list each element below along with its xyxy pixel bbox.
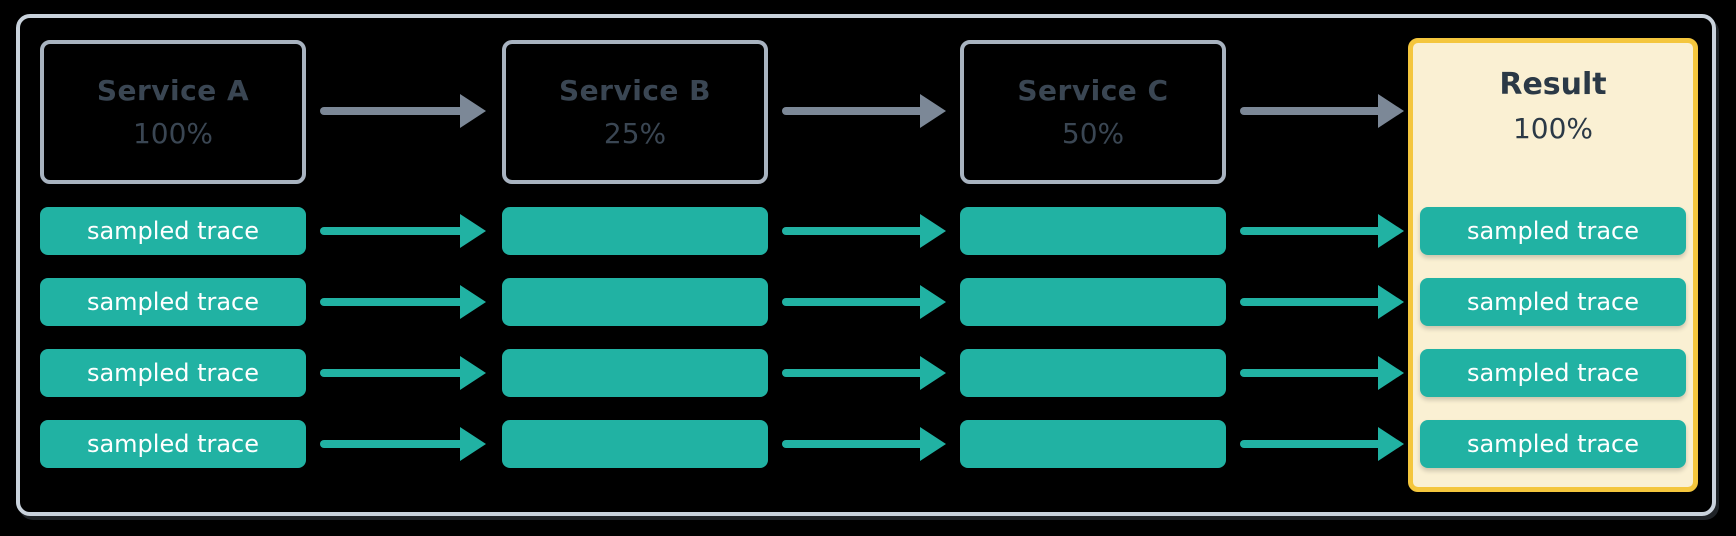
trace-bar: [502, 278, 768, 326]
service-c-rate: 50%: [1061, 117, 1125, 150]
arrow-right-icon: [1240, 285, 1404, 319]
result-name: Result: [1499, 67, 1607, 102]
result-sampled-trace-pill: sampled trace: [1420, 207, 1686, 255]
arrow-right-icon: [782, 427, 946, 461]
service-b-rate: 25%: [603, 117, 667, 150]
service-c-box: Service C 50%: [960, 40, 1226, 184]
arrow-shaft: [1240, 369, 1384, 377]
trace-bar: [502, 420, 768, 468]
arrow-right-icon: [782, 356, 946, 390]
arrow-shaft: [782, 369, 926, 377]
sampled-trace-pill: sampled trace: [40, 278, 306, 326]
arrow-head: [460, 285, 486, 319]
result-sampled-trace-pill: sampled trace: [1420, 349, 1686, 397]
arrow-head: [1378, 356, 1404, 390]
arrow-head: [1378, 214, 1404, 248]
service-a-name: Service A: [96, 74, 250, 107]
arrow-shaft: [1240, 440, 1384, 448]
arrow-head: [1378, 427, 1404, 461]
arrow-right-icon: [1240, 214, 1404, 248]
trace-bar: [960, 420, 1226, 468]
arrow-head: [920, 285, 946, 319]
arrow-right-icon: [782, 285, 946, 319]
result-box: Result 100%: [1408, 38, 1698, 492]
arrow-head: [460, 94, 486, 128]
arrow-shaft: [782, 107, 926, 115]
diagram-frame: [16, 14, 1716, 516]
trace-bar: [960, 207, 1226, 255]
trace-bar: [502, 349, 768, 397]
arrow-shaft: [782, 227, 926, 235]
arrow-shaft: [1240, 298, 1384, 306]
arrow-right-icon: [320, 356, 486, 390]
arrow-right-icon: [782, 214, 946, 248]
arrow-right-icon: [1240, 356, 1404, 390]
trace-bar: [502, 207, 768, 255]
arrow-shaft: [320, 440, 466, 448]
arrow-right-icon: [1240, 94, 1404, 128]
arrow-shaft: [320, 227, 466, 235]
arrow-shaft: [1240, 107, 1384, 115]
arrow-shaft: [782, 440, 926, 448]
arrow-right-icon: [320, 427, 486, 461]
service-b-name: Service B: [559, 74, 711, 107]
arrow-head: [920, 214, 946, 248]
arrow-head: [1378, 285, 1404, 319]
arrow-shaft: [782, 298, 926, 306]
result-header: Result 100%: [1413, 67, 1693, 145]
trace-bar: [960, 278, 1226, 326]
sampled-trace-pill: sampled trace: [40, 207, 306, 255]
arrow-shaft: [320, 107, 466, 115]
arrow-head: [460, 356, 486, 390]
arrow-right-icon: [320, 285, 486, 319]
arrow-right-icon: [320, 94, 486, 128]
service-a-rate: 100%: [132, 117, 214, 150]
sampled-trace-pill: sampled trace: [40, 420, 306, 468]
service-c-name: Service C: [1017, 74, 1169, 107]
result-sampled-trace-pill: sampled trace: [1420, 420, 1686, 468]
arrow-head: [460, 427, 486, 461]
trace-bar: [960, 349, 1226, 397]
arrow-head: [920, 94, 946, 128]
result-rate: 100%: [1512, 112, 1594, 145]
arrow-head: [920, 427, 946, 461]
service-b-box: Service B 25%: [502, 40, 768, 184]
arrow-right-icon: [1240, 427, 1404, 461]
service-a-box: Service A 100%: [40, 40, 306, 184]
arrow-head: [920, 356, 946, 390]
result-sampled-trace-pill: sampled trace: [1420, 278, 1686, 326]
arrow-right-icon: [320, 214, 486, 248]
arrow-head: [1378, 94, 1404, 128]
arrow-head: [460, 214, 486, 248]
sampled-trace-pill: sampled trace: [40, 349, 306, 397]
arrow-shaft: [320, 298, 466, 306]
arrow-shaft: [1240, 227, 1384, 235]
arrow-shaft: [320, 369, 466, 377]
arrow-right-icon: [782, 94, 946, 128]
